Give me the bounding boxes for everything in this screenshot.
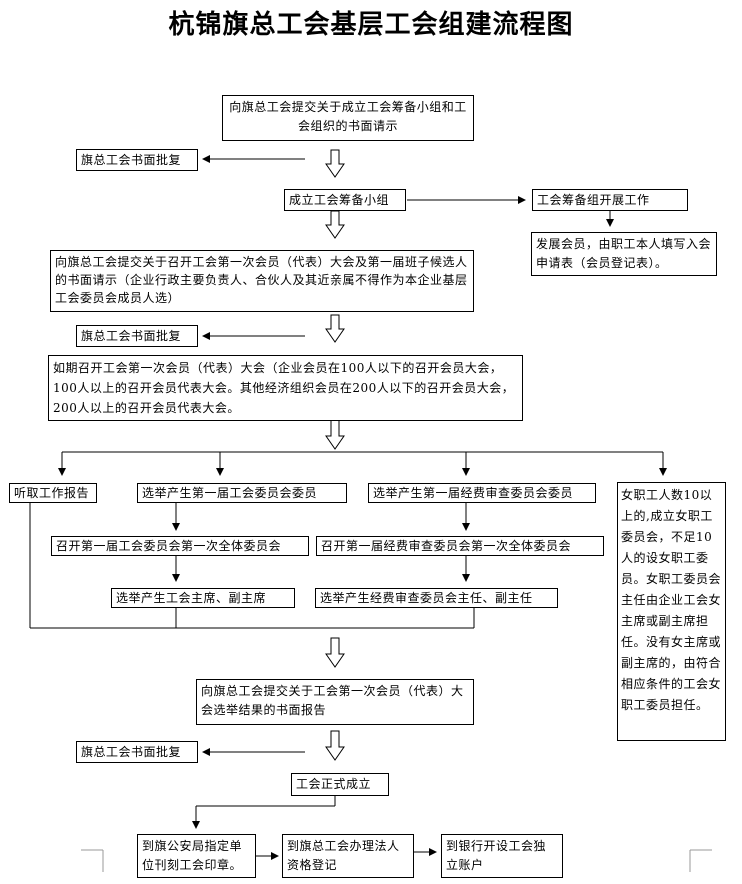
elect-audit-committee-box: 选举产生第一届经费审查委员会委员 (368, 483, 596, 503)
audit-first-meeting-box: 召开第一届经费审查委员会第一次全体委员会 (316, 536, 604, 556)
page-title: 杭锦旗总工会基层工会组建流程图 (168, 10, 574, 40)
legal-registration-box: 到旗总工会办理法人资格登记 (282, 834, 414, 878)
recruit-box: 发展会员，由职工本人填写入会申请表（会员登记表）。 (531, 232, 717, 276)
approval-box-3: 旗总工会书面批复 (76, 741, 198, 763)
committee-first-meeting-box: 召开第一届工会委员会第一次全体委员会 (51, 536, 309, 556)
hollow-arrow-1 (325, 149, 345, 178)
prep-group-box: 成立工会筹备小组 (284, 189, 406, 211)
bank-account-box: 到银行开设工会独立账户 (441, 834, 563, 878)
hollow-arrow-6 (325, 730, 345, 761)
submit-prep-request-box: 向旗总工会提交关于成立工会筹备小组和工会组织的书面请示 (222, 95, 474, 141)
elect-chair-box: 选举产生工会主席、副主席 (111, 588, 295, 608)
elect-committee-box: 选举产生第一届工会委员会委员 (137, 483, 347, 503)
established-box: 工会正式成立 (291, 773, 389, 796)
submit-result-report-box: 向旗总工会提交关于工会第一次会员（代表）大会选举结果的书面报告 (196, 679, 474, 725)
submit-meeting-request-box: 向旗总工会提交关于召开工会第一次会员（代表）大会及第一届班子候选人的书面请示（企… (50, 250, 474, 312)
women-committee-box: 女职工人数10以上的,成立女职工委员会，不足10人的设女职工委员。女职工委员会主… (617, 482, 726, 741)
hollow-arrow-5 (325, 637, 345, 668)
prep-work-box: 工会筹备组开展工作 (532, 189, 688, 211)
approval-box-1: 旗总工会书面批复 (76, 149, 198, 171)
approval-box-2: 旗总工会书面批复 (76, 325, 198, 347)
elect-audit-chair-box: 选举产生经费审查委员会主任、副主任 (315, 588, 558, 608)
hollow-arrow-3 (325, 314, 345, 343)
work-report-box: 听取工作报告 (9, 483, 97, 503)
hollow-arrow-2 (325, 210, 345, 239)
hold-meeting-box: 如期召开工会第一次会员（代表）大会（企业会员在100人以下的召开会员大会，100… (48, 355, 523, 421)
seal-box: 到旗公安局指定单位刊刻工会印章。 (137, 834, 256, 878)
hollow-arrow-4 (325, 419, 345, 450)
